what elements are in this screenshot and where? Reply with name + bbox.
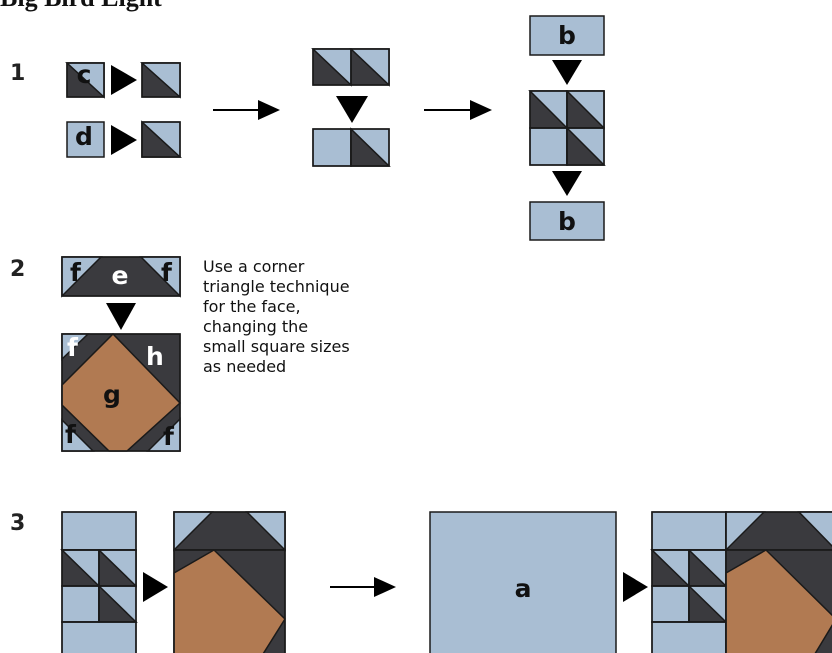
label-f-3: f [67, 333, 79, 362]
arrow-e-down [106, 303, 136, 330]
label-a: a [515, 574, 532, 603]
page-title: Big Bird Light [0, 0, 162, 13]
label-f-5: f [163, 422, 175, 451]
arrow-d-right [111, 125, 137, 155]
arrow-join-right-2 [623, 572, 648, 602]
unit-b-bottom: b [529, 201, 605, 241]
unit-a: a [429, 511, 617, 653]
label-h: h [146, 342, 164, 371]
unit-e-flying-geese: f e f [61, 256, 181, 298]
note-line-6: as needed [203, 357, 286, 376]
step-1-number: 1 [10, 61, 25, 86]
note-line-1: Use a corner [203, 257, 305, 276]
note-line-3: for the face, [203, 297, 301, 316]
label-f-4: f [65, 420, 77, 449]
label-c: c [77, 60, 92, 89]
long-arrow-2 [424, 100, 492, 120]
unit-c: c [65, 60, 105, 99]
long-arrow-3 [330, 577, 396, 597]
hst-pair-bottom [312, 127, 391, 167]
label-g: g [103, 380, 121, 409]
arrow-b-down-top [552, 60, 582, 85]
label-f-2: f [161, 258, 173, 287]
head-unit [173, 511, 286, 653]
unit-b-top: b [529, 15, 605, 56]
note-line-2: triangle technique [203, 277, 350, 296]
label-d: d [75, 122, 93, 151]
note-line-5: small square sizes [203, 337, 350, 356]
arrow-join-down [336, 96, 368, 123]
arrow-b-down-bottom [552, 171, 582, 196]
step-3-number: 3 [10, 511, 25, 536]
face-block: f h g f f [61, 332, 182, 452]
hst-pair-top [311, 48, 390, 87]
label-f-1: f [70, 258, 82, 287]
arrow-join-right-1 [143, 572, 168, 602]
step-2-number: 2 [10, 257, 25, 282]
left-column-unit [60, 511, 138, 653]
unit-d: d [66, 121, 105, 158]
label-e: e [112, 261, 129, 290]
long-arrow-1 [213, 100, 280, 120]
hst-d-result [141, 120, 182, 158]
hst-c-result [140, 62, 181, 99]
four-patch-block [528, 90, 606, 166]
label-b-bottom: b [558, 207, 576, 236]
arrow-c-right [111, 65, 137, 95]
note-line-4: changing the [203, 317, 308, 336]
combined-block [650, 511, 832, 653]
label-b-top: b [558, 21, 576, 50]
